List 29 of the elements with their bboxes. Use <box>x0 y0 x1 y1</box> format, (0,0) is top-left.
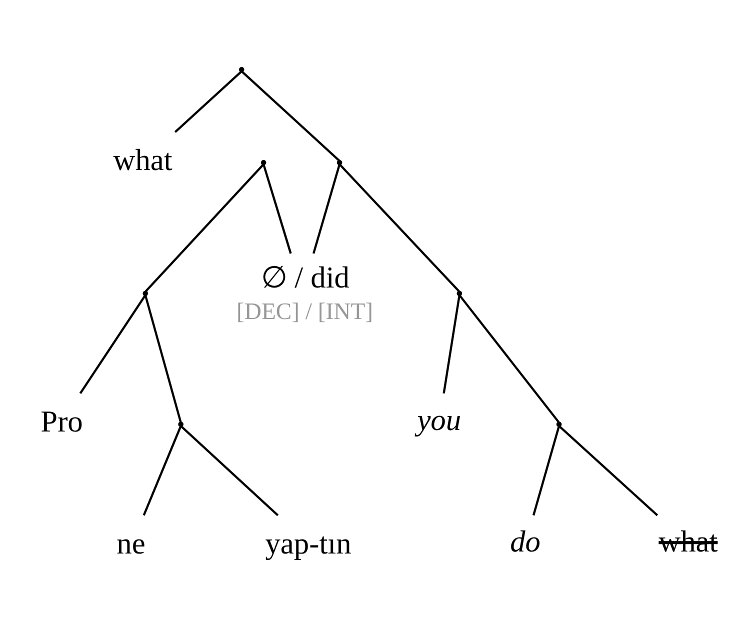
node-text: what <box>113 142 172 177</box>
node-point <box>260 159 266 165</box>
connector <box>174 70 242 132</box>
node-text: yap-tın <box>265 526 352 560</box>
connector <box>442 294 460 394</box>
connector <box>144 294 182 422</box>
connector <box>241 70 340 161</box>
node-point <box>178 421 184 426</box>
node-point <box>142 290 148 296</box>
node-text: do <box>510 524 540 558</box>
connector <box>79 294 146 394</box>
connector <box>339 163 460 292</box>
node-point <box>336 159 342 165</box>
connector <box>180 425 279 516</box>
connector <box>142 425 182 516</box>
node-point <box>238 66 244 72</box>
connector <box>458 294 560 422</box>
node-point <box>556 421 562 426</box>
connector <box>144 163 264 292</box>
node-text: what <box>658 524 718 558</box>
connector <box>262 164 292 254</box>
node-text: ∅ / did [DEC] / [INT] <box>236 260 374 325</box>
node-text: Pro <box>40 404 83 438</box>
node-text: you <box>417 402 462 437</box>
node-point <box>456 290 462 296</box>
connector <box>312 164 340 254</box>
connector <box>558 425 658 516</box>
connector <box>532 426 560 516</box>
node-text: ne <box>116 526 146 560</box>
